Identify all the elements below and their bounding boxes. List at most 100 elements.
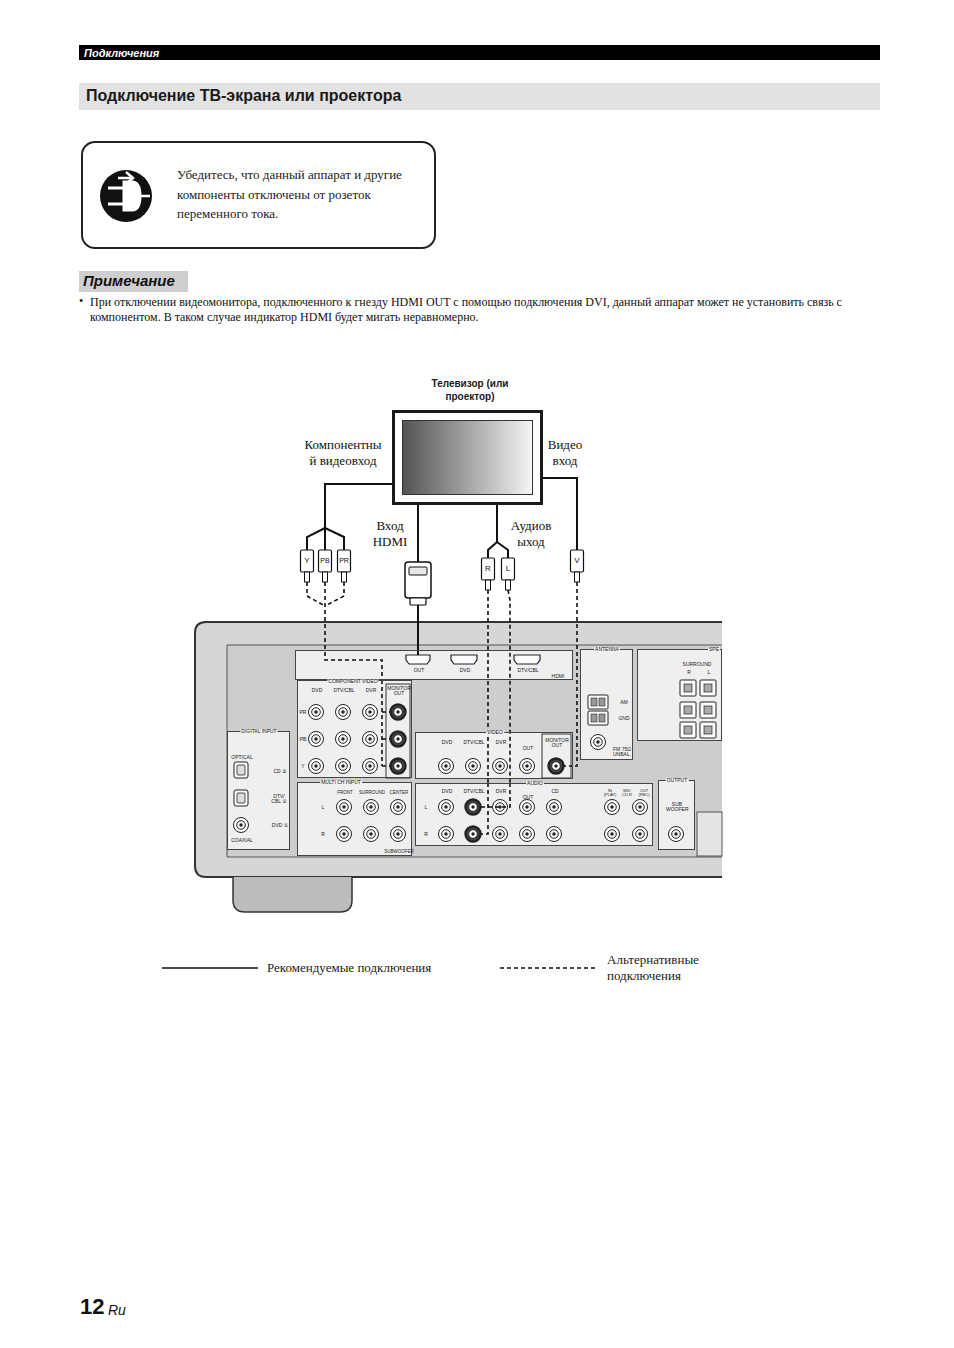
rca-plug (338, 550, 351, 572)
panel-label: DVD (442, 789, 453, 794)
speaker-terminal-core (684, 706, 692, 714)
rca-jack-pin (498, 764, 501, 767)
optical-jack-door (237, 765, 245, 775)
hdmi-port (451, 655, 477, 664)
panel-label: L (425, 805, 428, 810)
rca-jack-pin (444, 832, 447, 835)
rca-jack (547, 827, 562, 842)
rca-jack-pin (369, 832, 372, 835)
cable-path (497, 542, 508, 558)
tv-screen: Телевизор (или проектор) (392, 410, 543, 505)
rca-jack-pin (341, 764, 344, 767)
section-ground (580, 649, 633, 760)
rca-plug-tip (575, 572, 580, 582)
rca-jack (364, 800, 379, 815)
rca-jack-pin (610, 832, 613, 835)
rca-jack (591, 735, 606, 750)
section-ground (658, 780, 695, 850)
speaker-terminal-core (704, 726, 712, 734)
rca-jack-pin (314, 737, 317, 740)
cable-path (324, 528, 326, 550)
output-section: OUTPUTSUB WOOFER (658, 780, 695, 850)
rca-jack (336, 705, 351, 720)
header-bar (79, 45, 880, 60)
rca-jack-pin (471, 805, 474, 808)
jack-lead (382, 738, 390, 740)
legend-line-sample (162, 965, 258, 971)
rca-jack (391, 759, 406, 774)
panel-label: FRONT (337, 791, 353, 796)
speaker-terminal (680, 680, 696, 696)
speaker-terminal-core (684, 726, 692, 734)
section-ground (297, 680, 412, 778)
rca-jack (336, 759, 351, 774)
rca-jack-ring (496, 830, 505, 839)
rca-jack (669, 827, 684, 842)
panel-inset (227, 645, 722, 857)
panel-label: DVD (312, 688, 323, 693)
rca-jack-pin (444, 764, 447, 767)
panel-label: MONITOR OUT (387, 686, 411, 697)
rca-jack-ring (340, 803, 349, 812)
hdmi-plug-grip (409, 567, 427, 575)
panel-label: DVD (460, 668, 471, 673)
panel-label: PB (300, 737, 307, 742)
rca-jack-ring (366, 708, 375, 717)
jack-lead (381, 680, 383, 766)
rca-jack-pin (368, 737, 371, 740)
plug-label: L (506, 565, 510, 574)
rca-jack-ring (394, 735, 403, 744)
panel-label: ANTENNA (594, 647, 620, 652)
port-callout: Аудиов ыход (507, 518, 555, 550)
section-ground (637, 649, 722, 741)
legend-line (500, 967, 596, 969)
legend-text: Рекомендуемые подключения (267, 960, 487, 976)
rca-jack (391, 800, 406, 815)
rca-plug-tip (323, 572, 328, 582)
rca-jack-pin (471, 764, 474, 767)
rca-jack-ring (394, 830, 403, 839)
caution-icon (100, 170, 152, 222)
rca-jack (336, 732, 351, 747)
panel-label: AUDIO (526, 781, 544, 786)
rca-jack-ring (312, 735, 321, 744)
rca-jack-pin (525, 832, 528, 835)
rca-jack-ring (552, 762, 561, 771)
terminal-lever (599, 714, 605, 722)
rca-jack-ring (636, 803, 645, 812)
rca-jack-pin (471, 832, 474, 835)
rca-plug (502, 558, 515, 580)
section-ground (295, 650, 573, 680)
plug-label: PR (339, 557, 349, 565)
plug-label: R (485, 565, 491, 574)
section-ground (415, 783, 653, 846)
rca-jack (547, 800, 562, 815)
monitor-out-frame (542, 734, 571, 778)
panel-label: CD ③ (273, 769, 286, 774)
monitor-out-frame (386, 684, 410, 778)
rca-plug (571, 550, 584, 572)
rca-jack (363, 732, 378, 747)
panel-label: DVR (366, 688, 377, 693)
speaker-terminal (680, 722, 696, 738)
panel-label: COAXIAL (231, 838, 253, 843)
speaker-terminal (700, 722, 716, 738)
panel-label: SPE (708, 647, 720, 652)
rca-jack-pin (396, 764, 399, 767)
title-band (79, 83, 880, 110)
rca-jack-ring (339, 708, 348, 717)
rca-jack-pin (525, 764, 528, 767)
optical-jack (234, 762, 248, 778)
panel-label: COMPONENT VIDEO (327, 679, 378, 684)
rca-jack-pin (610, 805, 613, 808)
section-ground (415, 732, 573, 779)
multi-ch-input-section: MULTI CH INPUTFRONTSURROUNDCENTERLRSUBWO… (297, 782, 412, 856)
rca-jack (493, 827, 508, 842)
rca-jack (391, 732, 406, 747)
panel-label: HDMI (552, 674, 565, 679)
rca-jack (363, 759, 378, 774)
rca-jack-pin (552, 832, 555, 835)
rca-jack-ring (523, 762, 532, 771)
rca-jack-pin (552, 805, 555, 808)
